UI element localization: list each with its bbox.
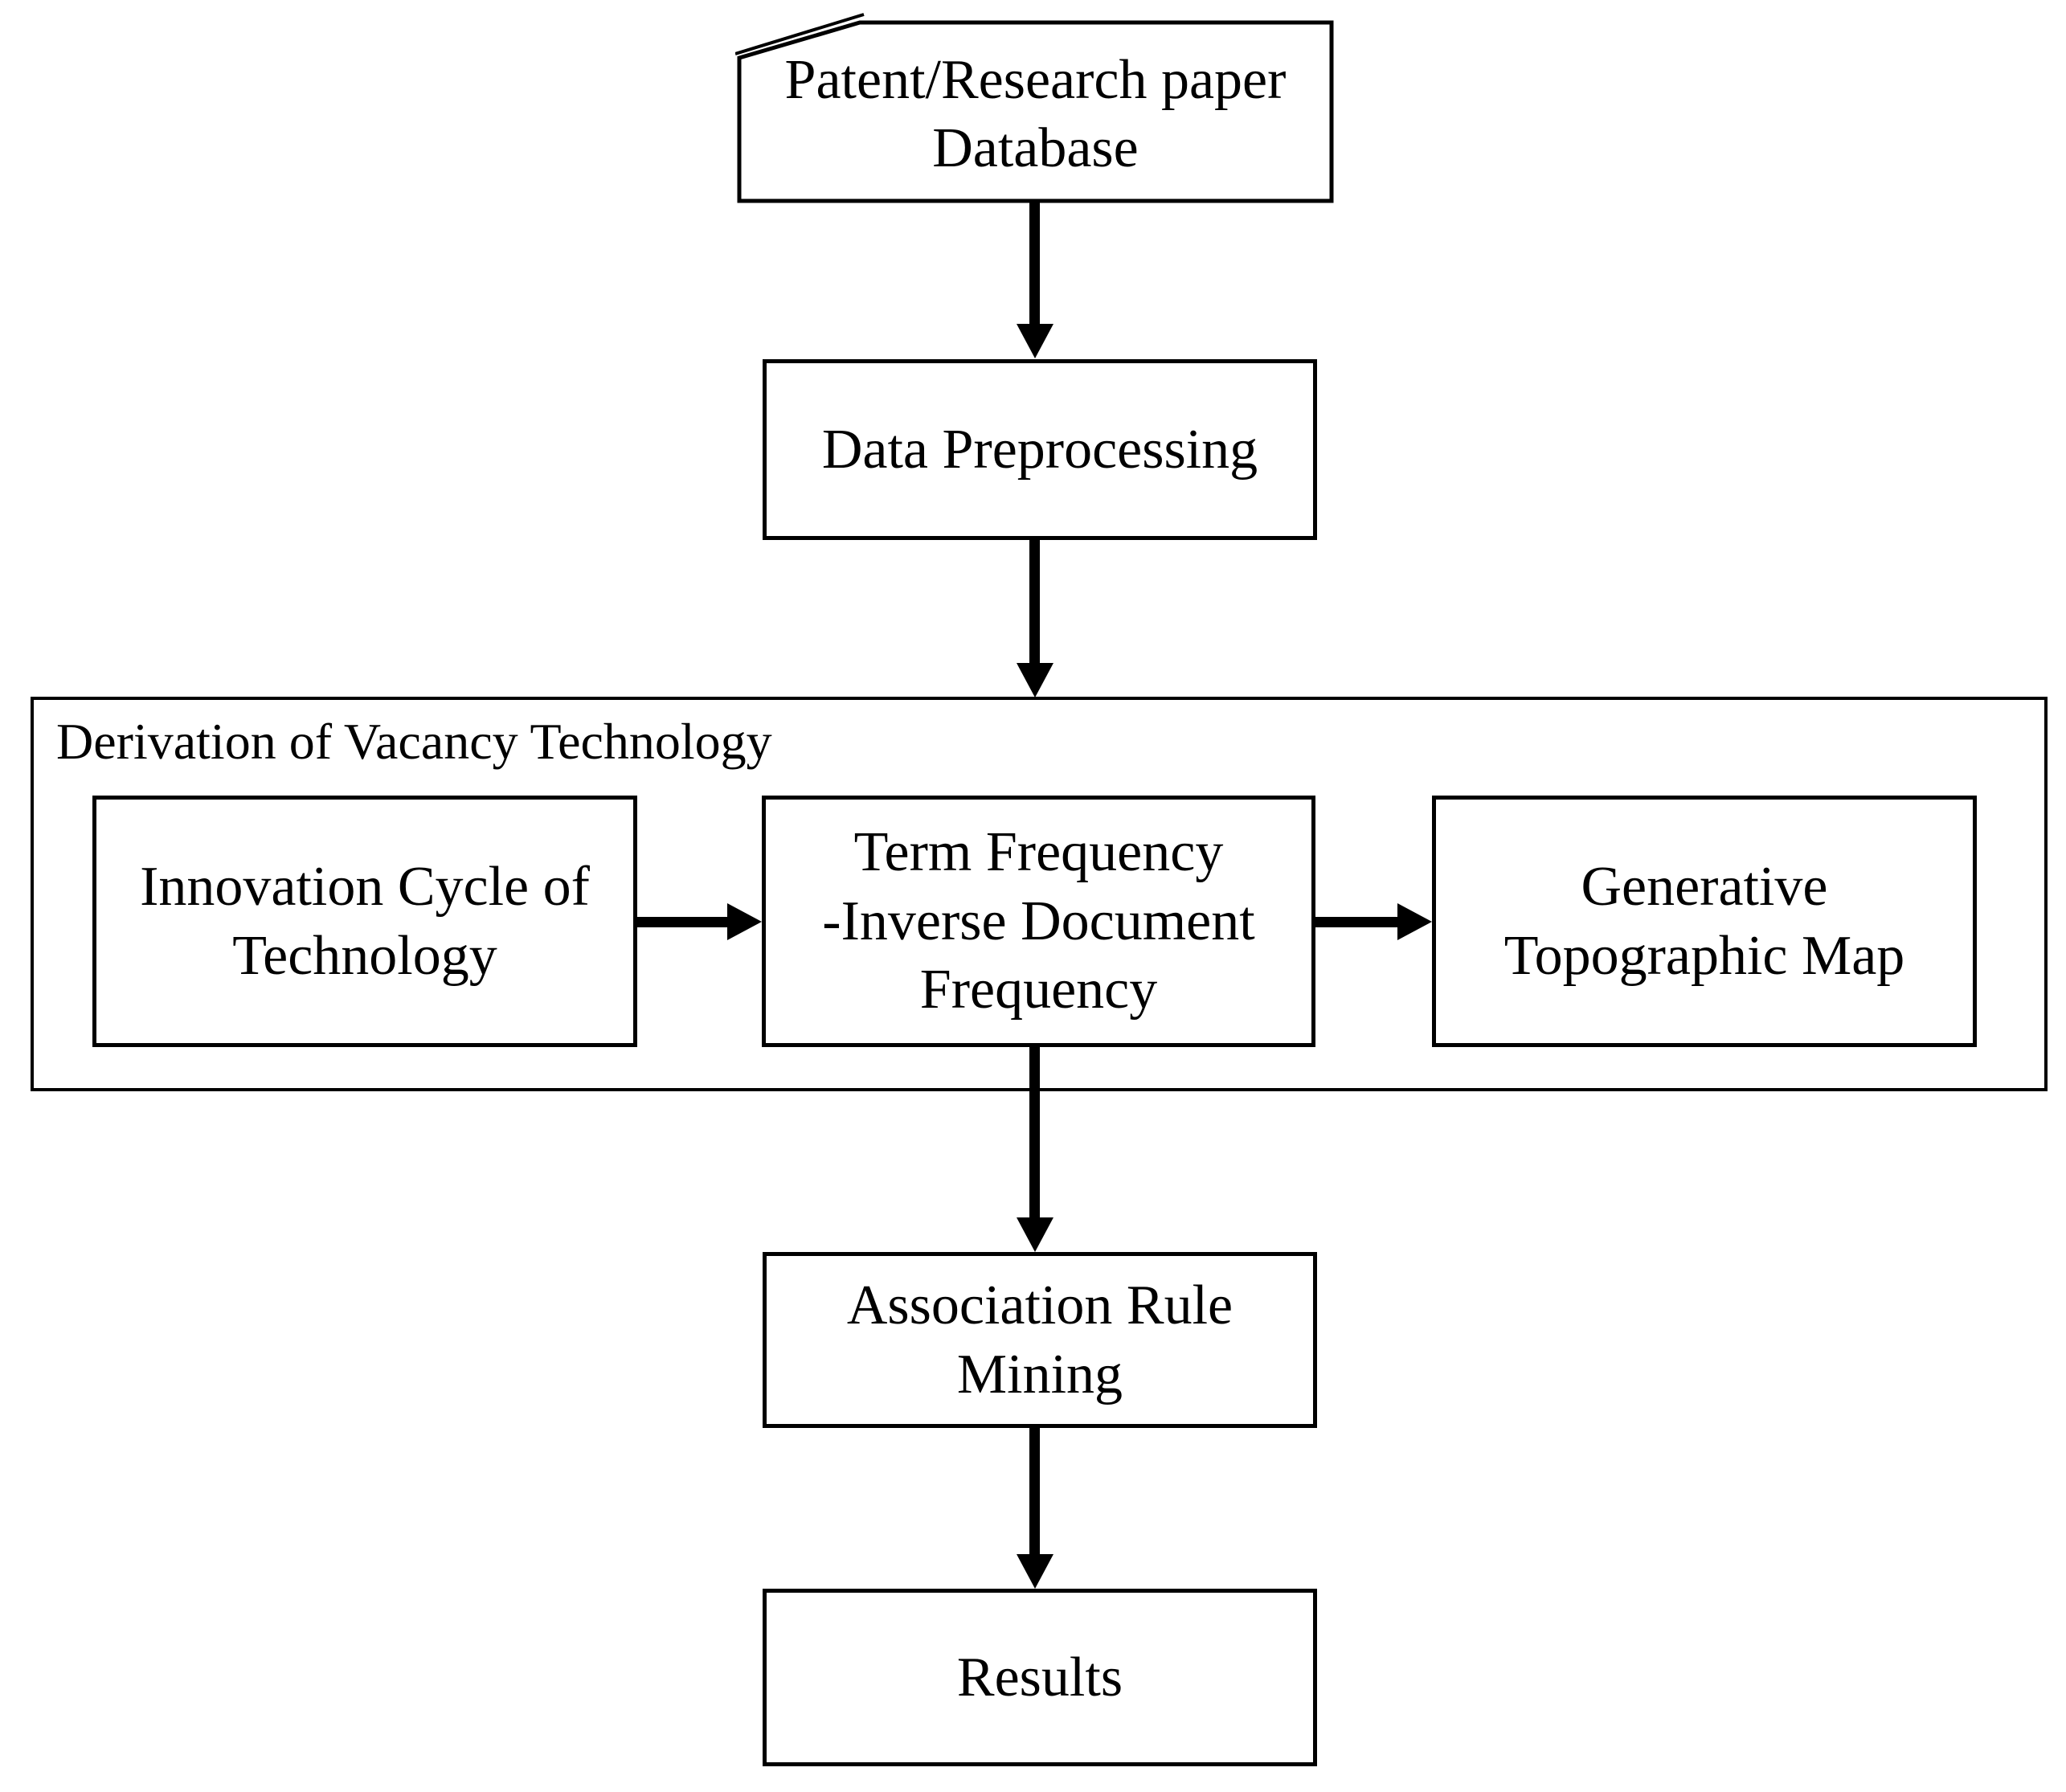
node-tfidf-label-line1: Term Frequency bbox=[853, 821, 1224, 884]
node-preprocessing-label: Data Preprocessing bbox=[821, 418, 1258, 481]
node-innovation-cycle: Innovation Cycle of Technology bbox=[92, 796, 637, 1047]
node-association-rule-mining: Association Rule Mining bbox=[763, 1252, 1317, 1428]
arrow-arm-to-results-shaft bbox=[1029, 1428, 1040, 1556]
database-card-shape bbox=[735, 13, 1334, 203]
arrow-tfidf-to-gtm-shaft bbox=[1315, 917, 1399, 927]
arrow-arm-to-results-head bbox=[1017, 1554, 1053, 1589]
node-gtm: Generative Topographic Map bbox=[1432, 796, 1977, 1047]
node-arm-label-line1: Association Rule bbox=[846, 1274, 1233, 1337]
node-tfidf-label-line3: Frequency bbox=[919, 959, 1158, 1021]
node-gtm-label-line2: Topographic Map bbox=[1503, 924, 1905, 987]
arrow-group-to-arm-head bbox=[1017, 1217, 1053, 1252]
node-results: Results bbox=[763, 1589, 1317, 1766]
node-arm-label-line2: Mining bbox=[956, 1343, 1123, 1405]
arrow-database-to-preprocessing-shaft bbox=[1029, 201, 1040, 325]
node-tfidf: Term Frequency -Inverse Document Frequen… bbox=[762, 796, 1315, 1047]
node-results-label: Results bbox=[956, 1646, 1123, 1708]
node-innovation-label-line1: Innovation Cycle of bbox=[140, 856, 590, 919]
arrow-innovation-to-tfidf-head bbox=[727, 903, 762, 940]
arrow-tfidf-to-gtm-head bbox=[1397, 903, 1432, 940]
node-preprocessing: Data Preprocessing bbox=[763, 359, 1317, 540]
node-tfidf-label-line2: -Inverse Document bbox=[822, 890, 1255, 952]
node-database-label-line2: Database bbox=[932, 117, 1139, 179]
node-gtm-label-line1: Generative bbox=[1581, 856, 1828, 919]
node-innovation-label-line2: Technology bbox=[232, 924, 497, 987]
node-database: Patent/Research paper Database bbox=[739, 34, 1332, 194]
arrow-innovation-to-tfidf-shaft bbox=[637, 917, 729, 927]
arrow-preprocessing-to-group-shaft bbox=[1029, 540, 1040, 665]
arrow-database-to-preprocessing-head bbox=[1017, 324, 1053, 358]
arrow-preprocessing-to-group-head bbox=[1017, 663, 1053, 698]
node-database-label-line1: Patent/Research paper bbox=[784, 48, 1287, 111]
arrow-group-to-arm-shaft bbox=[1029, 1045, 1040, 1219]
group-derivation-label: Derivation of Vacancy Technology bbox=[56, 713, 772, 770]
